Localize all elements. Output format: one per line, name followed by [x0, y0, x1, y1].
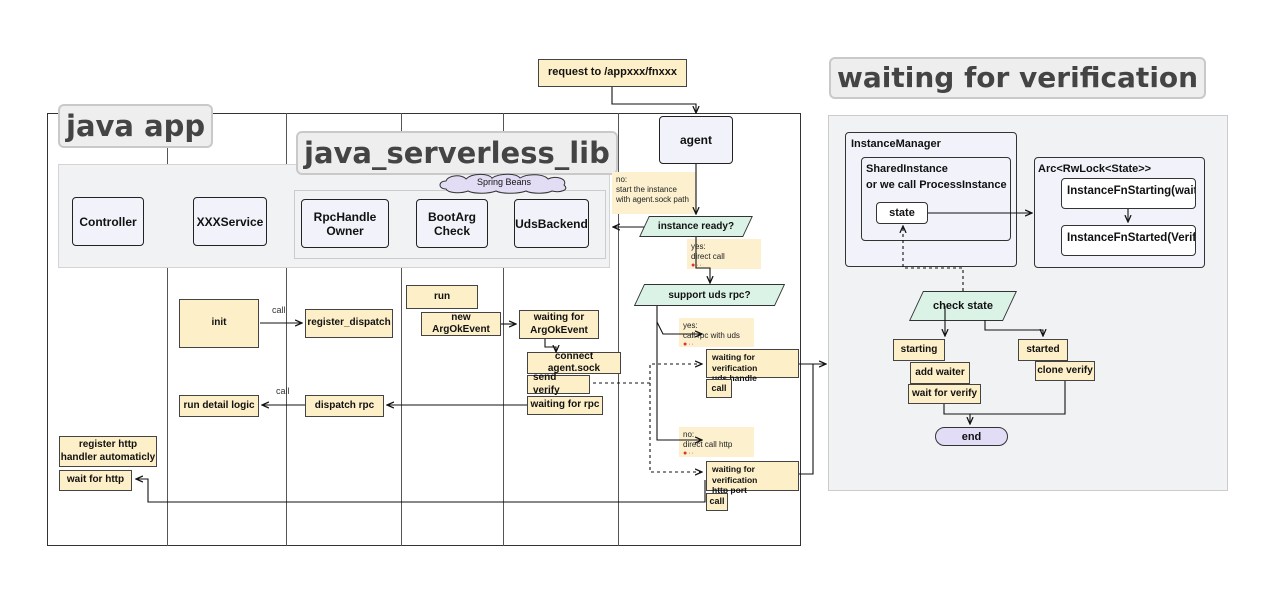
waiting-title: waiting for verification — [829, 57, 1207, 99]
reaction-dots-icon: ●·· — [683, 341, 695, 348]
call-label-2: call — [276, 386, 290, 396]
end-terminator: end — [935, 427, 1008, 446]
fn-starting-label: InstanceFnStarting(waitors) — [1067, 185, 1195, 197]
fn-starting-box: InstanceFnStarting(waitors) — [1061, 178, 1196, 209]
wfv-uds-line1: waiting for verification — [712, 352, 758, 373]
new-argokevent-note: new ArgOkEvent — [421, 312, 501, 336]
call-http-note: call — [706, 493, 728, 511]
lane-3 — [287, 113, 402, 546]
sticky-no-start-1: no: — [616, 175, 628, 184]
add-waiter-note: add waiter — [910, 362, 970, 384]
send-verify-note: send verify — [527, 372, 590, 396]
wfv-http-line2: http port — [712, 485, 747, 496]
spring-beans-label: Spring Beans — [476, 177, 532, 187]
starting-note: starting — [893, 339, 945, 361]
register-http-line2: handler automaticly — [60, 451, 156, 463]
instance-manager-label: InstanceManager — [851, 138, 941, 150]
bootarg-check-component: BootArg Check — [416, 199, 488, 248]
sticky-no-start: no: start the instance with agent.sock p… — [612, 172, 696, 214]
lane-5 — [504, 113, 619, 546]
sticky-yes-uds: yes: call rpc with uds ●·· — [679, 318, 754, 348]
shared-instance-line2: or we call ProcessInstance — [866, 179, 1007, 191]
sticky-no-http-1: no: — [683, 430, 695, 439]
wfv-uds-line2: uds handle — [712, 373, 757, 384]
lane-2 — [168, 113, 287, 546]
shared-instance-line1: SharedInstance — [866, 163, 948, 175]
lane-4 — [402, 113, 504, 546]
register-http-note: register http handler automaticly — [59, 436, 157, 467]
lane-1 — [47, 113, 168, 546]
call-uds-note: call — [706, 379, 732, 398]
register-dispatch-note: register_dispatch — [305, 309, 393, 338]
wfv-http-line1: waiting for verification — [712, 464, 758, 485]
waiting-argokevent-line2: ArgOkEvent — [530, 324, 588, 336]
sticky-no-start-3: with agent.sock path — [616, 195, 689, 204]
reaction-dots-icon: ●·· — [683, 450, 695, 457]
sticky-no-start-2: start the instance — [616, 185, 677, 194]
run-detail-logic-note: run detail logic — [179, 395, 259, 417]
controller-component: Controller — [72, 197, 144, 246]
xxxservice-component: XXXService — [193, 197, 267, 246]
wait-for-http-note: wait for http — [59, 470, 132, 491]
waiting-argokevent-line1: waiting for — [533, 312, 585, 323]
sticky-yes-uds-2: call rpc with uds — [683, 331, 740, 340]
java-app-frame — [47, 113, 801, 546]
wfv-http-note: waiting for verification http port — [706, 461, 799, 495]
sticky-yes-uds-1: yes: — [683, 321, 698, 330]
sticky-no-http: no: direct call http ●·· — [679, 427, 754, 457]
register-http-line1: register http — [78, 439, 138, 450]
sticky-yes-direct-2: direct call — [691, 252, 725, 261]
clone-verify-note: clone verify — [1035, 361, 1095, 381]
spring-beans-cloud — [439, 173, 567, 194]
request-note: request to /appxxx/fnxxx — [538, 59, 687, 87]
state-box: state — [876, 202, 928, 224]
shared-instance-box: SharedInstance or we call ProcessInstanc… — [861, 157, 1011, 241]
connect-agent-sock-note: connect agent.sock — [527, 351, 621, 374]
support-uds-rpc-decision: support uds rpc? — [633, 284, 786, 306]
wait-for-verify-note: wait for verify — [908, 384, 981, 404]
fn-started-label: InstanceFnStarted(Verify) — [1067, 232, 1196, 244]
waiting-argokevent-note: waiting for ArgOkEvent — [519, 310, 599, 339]
call-label-1: call — [272, 305, 286, 315]
java-app-title: java app — [58, 104, 214, 148]
check-state-decision: check state — [909, 291, 1017, 321]
waiting-for-rpc-note: waiting for rpc — [527, 396, 603, 415]
fn-started-box: InstanceFnStarted(Verify) — [1061, 225, 1196, 256]
instance-ready-decision: instance ready? — [639, 216, 753, 237]
started-note: started — [1018, 339, 1068, 361]
arc-rwlock-label: Arc<RwLock<State>> — [1038, 163, 1152, 175]
udsbackend-component: UdsBackend — [514, 199, 589, 248]
run-note: run — [406, 285, 478, 309]
init-note: init — [179, 299, 259, 348]
lib-title: java_serverless_lib — [296, 131, 618, 175]
sticky-yes-direct-1: yes: — [691, 242, 706, 251]
wfv-uds-note: waiting for verification uds handle — [706, 349, 799, 383]
agent-component: agent — [659, 116, 733, 164]
sticky-no-http-2: direct call http — [683, 440, 733, 449]
sticky-yes-direct: yes: direct call ●·· — [687, 239, 761, 269]
dispatch-rpc-note: dispatch rpc — [305, 395, 384, 417]
rpchandle-owner-component: RpcHandle Owner — [301, 199, 389, 248]
